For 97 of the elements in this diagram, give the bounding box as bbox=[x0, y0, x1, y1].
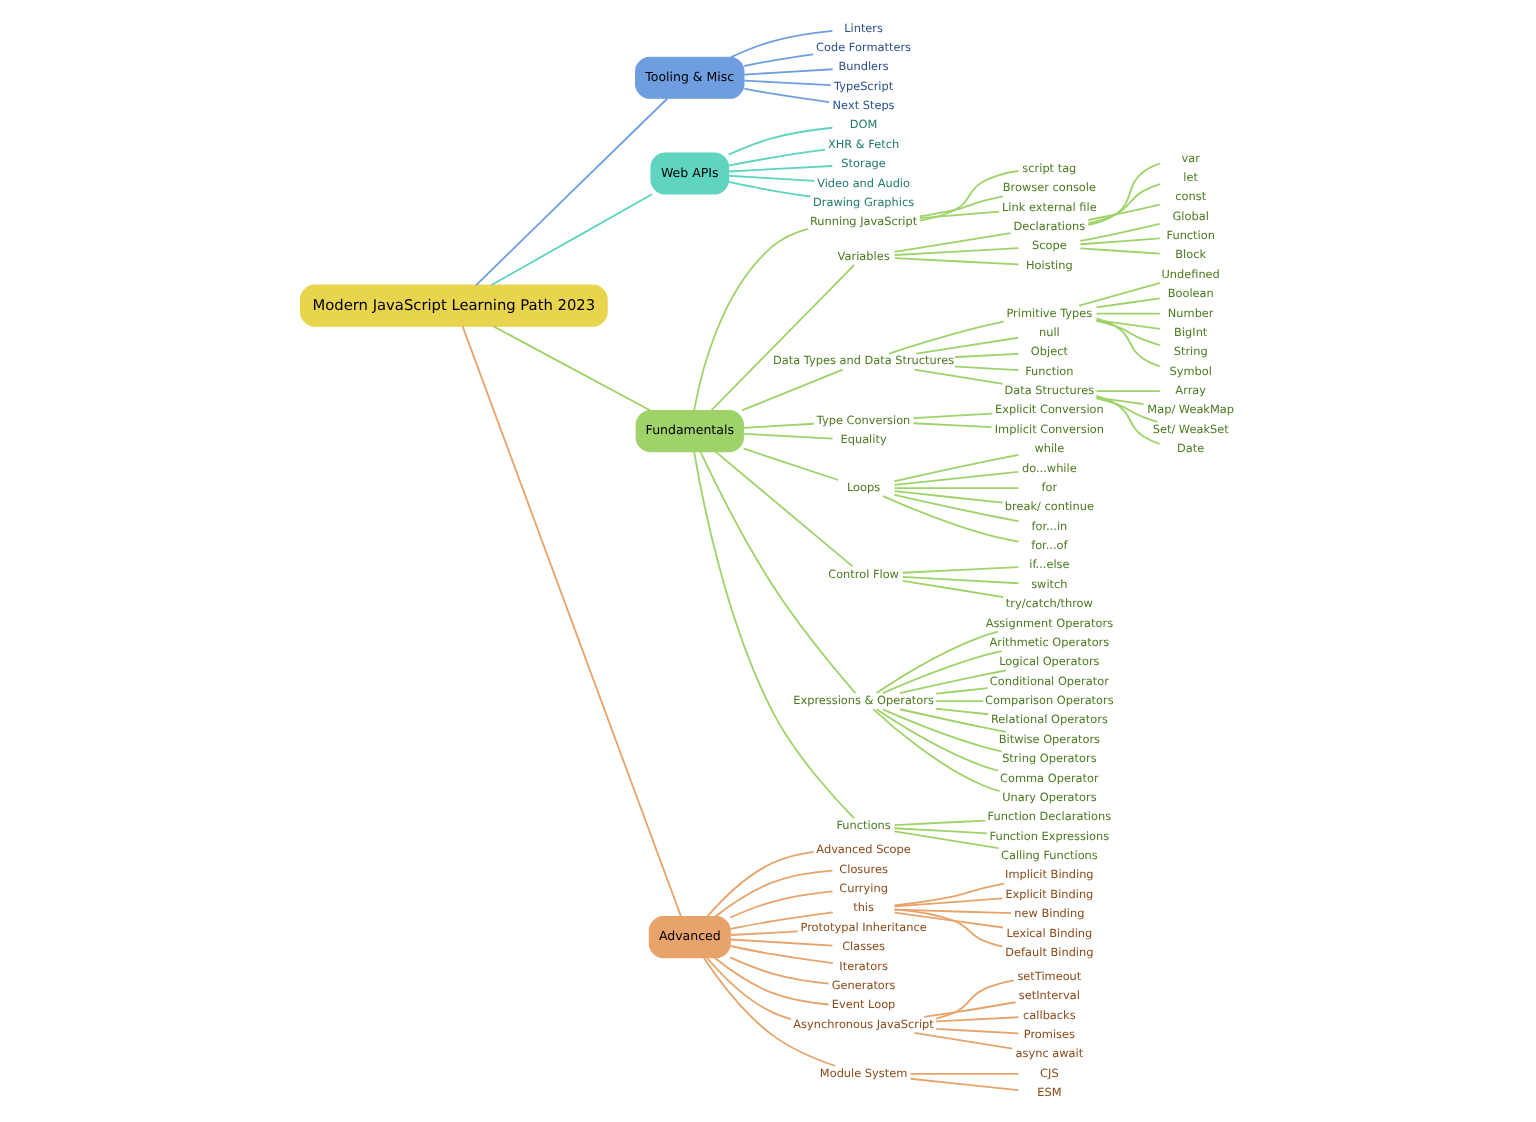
connector bbox=[874, 708, 999, 772]
connector bbox=[1086, 183, 1160, 224]
connector bbox=[1078, 237, 1160, 246]
connector bbox=[1094, 397, 1158, 423]
connector bbox=[726, 174, 815, 182]
connector bbox=[1094, 395, 1160, 445]
connector bbox=[728, 956, 829, 985]
connector bbox=[742, 79, 831, 87]
connector bbox=[1094, 319, 1160, 330]
connector bbox=[1094, 297, 1160, 309]
connector bbox=[1094, 320, 1160, 346]
connector bbox=[892, 490, 1003, 504]
connector bbox=[952, 365, 1019, 372]
connector bbox=[880, 708, 1002, 753]
connector bbox=[728, 890, 833, 919]
connector bbox=[892, 257, 1019, 266]
connector bbox=[934, 1027, 1019, 1035]
connector bbox=[713, 450, 853, 568]
connector bbox=[922, 1001, 1016, 1018]
connector bbox=[1086, 162, 1160, 226]
connector bbox=[892, 819, 986, 826]
connector bbox=[702, 957, 835, 1067]
connector bbox=[892, 827, 988, 835]
connector bbox=[742, 87, 829, 103]
connector bbox=[1094, 317, 1160, 368]
connector bbox=[712, 956, 829, 1006]
connector bbox=[892, 911, 1003, 929]
connector bbox=[880, 650, 1002, 694]
connector bbox=[1077, 282, 1161, 307]
connector bbox=[1094, 390, 1160, 393]
connector bbox=[1094, 312, 1160, 315]
connector bbox=[892, 453, 1019, 483]
connector bbox=[892, 232, 1011, 253]
connector bbox=[491, 325, 651, 412]
connector bbox=[952, 352, 1019, 358]
connector bbox=[1086, 203, 1160, 221]
connector bbox=[900, 575, 1019, 585]
connector bbox=[741, 432, 833, 440]
connector bbox=[871, 708, 1000, 792]
connector bbox=[934, 1016, 1019, 1023]
connector bbox=[726, 181, 811, 198]
connector bbox=[1078, 223, 1160, 242]
connector bbox=[741, 422, 814, 429]
connector bbox=[912, 368, 1003, 385]
connector bbox=[908, 1073, 1019, 1075]
connector bbox=[934, 707, 989, 716]
connector bbox=[474, 97, 668, 286]
connector bbox=[911, 412, 993, 419]
connector bbox=[728, 911, 833, 930]
connector bbox=[898, 708, 1006, 733]
connector bbox=[892, 830, 999, 850]
connector bbox=[726, 126, 833, 156]
connector bbox=[892, 908, 1003, 948]
connector bbox=[713, 869, 833, 918]
connector bbox=[880, 495, 1019, 543]
connector bbox=[742, 53, 814, 67]
connector bbox=[692, 227, 808, 412]
connector bbox=[741, 447, 839, 481]
connector bbox=[740, 368, 843, 412]
connector bbox=[726, 148, 826, 167]
connector bbox=[892, 493, 1019, 523]
connector bbox=[917, 210, 1000, 219]
connector bbox=[728, 938, 833, 947]
connector bbox=[692, 450, 855, 820]
connector bbox=[729, 29, 833, 58]
connector bbox=[934, 979, 1014, 1020]
connector bbox=[900, 579, 1004, 598]
connector bbox=[887, 320, 1004, 355]
connector bbox=[705, 851, 814, 918]
connector bbox=[489, 193, 652, 286]
connector bbox=[911, 422, 992, 429]
connector bbox=[917, 170, 1019, 222]
connector bbox=[698, 450, 856, 694]
connector bbox=[460, 325, 681, 918]
connector bbox=[908, 1077, 1019, 1092]
connector bbox=[892, 470, 1019, 486]
connector bbox=[892, 247, 1019, 256]
connector bbox=[1078, 247, 1160, 255]
connector bbox=[900, 566, 1019, 574]
connector bbox=[914, 336, 1019, 355]
connector bbox=[742, 68, 833, 76]
connector bbox=[892, 897, 1003, 908]
connector bbox=[912, 1032, 1013, 1050]
connector bbox=[898, 669, 1006, 695]
connector bbox=[1094, 396, 1144, 406]
connector bbox=[728, 945, 833, 965]
connector bbox=[705, 956, 791, 1020]
connector bbox=[917, 195, 1003, 218]
connector bbox=[934, 687, 988, 695]
connector bbox=[892, 908, 1011, 915]
connector bbox=[934, 700, 984, 703]
connector bbox=[892, 882, 1004, 907]
connector bbox=[709, 264, 855, 412]
connector bbox=[728, 930, 798, 936]
connector bbox=[726, 165, 833, 173]
connector bbox=[874, 630, 999, 694]
connector bbox=[892, 487, 1019, 489]
